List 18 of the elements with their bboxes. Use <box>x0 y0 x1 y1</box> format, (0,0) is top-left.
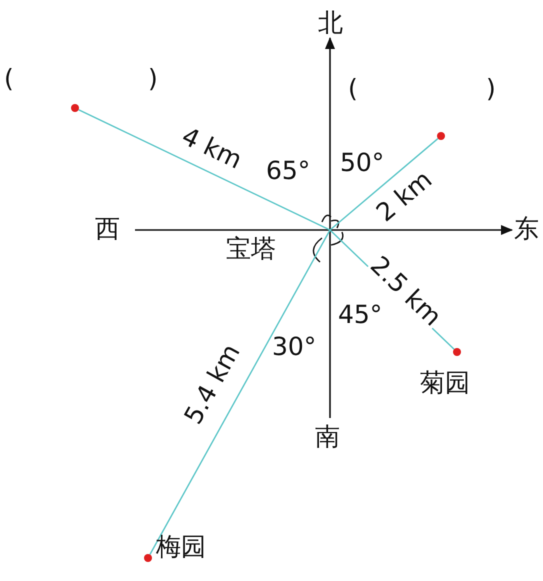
place-name: 宝塔 <box>226 236 276 261</box>
text-label: 北 <box>318 10 343 35</box>
connector-line <box>78 109 330 231</box>
text-label: ) <box>148 66 158 91</box>
text-label: 65° <box>266 158 310 183</box>
connector-line <box>149 230 331 555</box>
text-label: ( <box>4 66 14 91</box>
text-label: 东 <box>514 216 539 241</box>
text-label: 南 <box>315 424 340 449</box>
text-label: 西 <box>95 216 120 241</box>
location-dot <box>71 104 79 112</box>
text-label: ( <box>348 76 358 101</box>
text-label: 30° <box>272 334 316 359</box>
connector-line <box>330 138 438 231</box>
place-name: 菊园 <box>420 370 470 395</box>
text-label: ) <box>486 76 496 101</box>
place-name: 梅园 <box>156 534 206 559</box>
location-dot <box>437 132 445 140</box>
